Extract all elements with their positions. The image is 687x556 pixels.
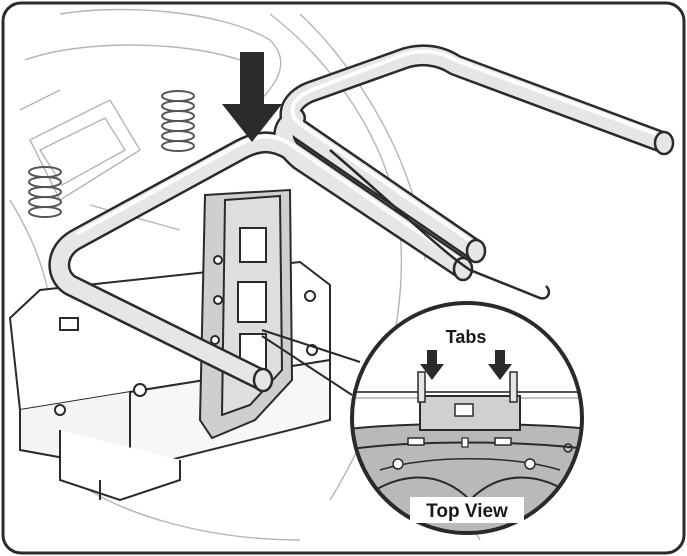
top-view-label-bg — [410, 497, 524, 523]
down-arrow-icon — [222, 52, 282, 142]
tab-arrow-right-icon — [488, 350, 512, 380]
spring-left — [28, 166, 62, 218]
top-view-label: Top View — [426, 501, 508, 522]
tab-right — [509, 371, 518, 403]
tab-arrow-left-icon — [420, 350, 444, 380]
callout-leader-lower — [261, 335, 353, 396]
callout-leader — [261, 329, 361, 363]
tab-left — [417, 371, 426, 403]
handle-tubes — [48, 44, 675, 393]
spring-right — [161, 90, 195, 152]
control-cable — [329, 149, 551, 300]
tabs-label: Tabs — [446, 327, 487, 347]
